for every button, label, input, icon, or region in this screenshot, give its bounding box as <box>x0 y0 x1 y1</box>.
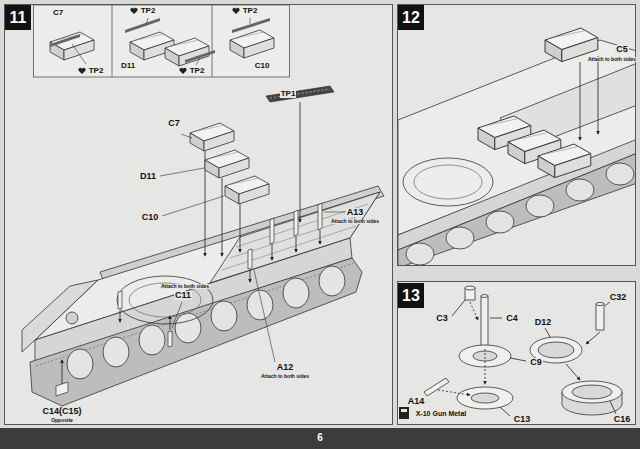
part-number: TP1 <box>280 90 297 98</box>
part-number: TP2 <box>242 7 259 15</box>
part-number: C7 <box>167 119 181 128</box>
step-number: 12 <box>402 10 420 26</box>
part-number: C10 <box>254 62 271 70</box>
step-number-box: 11 <box>5 5 31 30</box>
part-number: TP2 <box>88 67 105 75</box>
part-number: A12 <box>276 363 295 372</box>
part-number: C32 <box>609 293 628 302</box>
assembly-note: Attach to both sides <box>160 284 210 289</box>
part-number: TP2 <box>189 67 206 75</box>
assembly-note: Opposite <box>50 418 74 423</box>
part-number: C13 <box>513 415 532 424</box>
page-number: 6 <box>316 433 324 443</box>
part-number: C7 <box>52 9 64 17</box>
part-number: D11 <box>120 62 136 70</box>
step-number: 11 <box>10 10 27 26</box>
part-number: C10 <box>141 213 160 222</box>
step-number: 13 <box>402 288 420 304</box>
part-number: C5 <box>615 45 629 54</box>
part-number: C14(C15) <box>41 407 82 416</box>
assembly-note: Attach to both sides <box>260 374 310 379</box>
part-number: C9 <box>529 358 543 367</box>
part-number: A14 <box>407 397 426 406</box>
part-number: C4 <box>505 314 519 323</box>
assembly-note: Attach to both sides <box>587 57 637 62</box>
part-number: C11 <box>174 291 192 300</box>
part-number: D11 <box>139 172 157 181</box>
step-number-box: 13 <box>398 283 424 308</box>
step-number-box: 12 <box>398 5 424 30</box>
part-number: D12 <box>534 318 553 327</box>
paint-note: X-10 Gun Metal <box>415 410 468 417</box>
part-number: TP2 <box>140 7 157 15</box>
part-number: C16 <box>613 415 632 424</box>
part-number: C3 <box>435 314 449 323</box>
part-number: A13 <box>346 208 365 217</box>
assembly-note: Attach to both sides <box>330 219 380 224</box>
